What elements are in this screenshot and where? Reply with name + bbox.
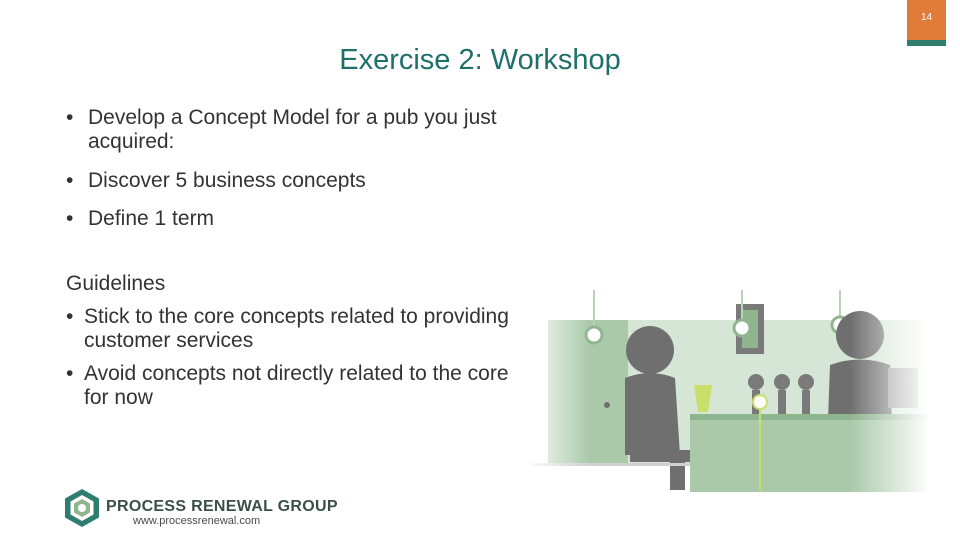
customer-service-illustration (530, 290, 930, 495)
company-logo: PROCESS RENEWAL GROUP (62, 488, 338, 528)
slide-title: Exercise 2: Workshop (339, 44, 621, 76)
bullet-dot: • (66, 207, 74, 230)
bullet-item: • Define 1 term (66, 207, 586, 231)
company-url[interactable]: www.processrenewal.com (133, 515, 261, 527)
page-number-strip (907, 40, 946, 46)
bullet-dot: • (66, 106, 74, 129)
guidelines-heading: Guidelines (66, 272, 166, 295)
guideline-text: Stick to the core concepts related to pr… (84, 305, 509, 352)
guideline-item: • Stick to the core concepts related to … (66, 305, 526, 353)
bullet-text: Define 1 term (88, 207, 215, 230)
company-name: PROCESS RENEWAL GROUP (106, 498, 338, 515)
guidelines-section: Guidelines • Stick to the core concepts … (66, 272, 526, 419)
bullet-dot: • (66, 169, 74, 192)
bullet-item: • Develop a Concept Model for a pub you … (66, 106, 586, 154)
bullet-dot: • (66, 362, 74, 385)
bullet-text: Discover 5 business concepts (88, 169, 366, 192)
guideline-item: • Avoid concepts not directly related to… (66, 362, 526, 410)
page-number: 14 (920, 12, 933, 23)
hexagon-logo-icon (65, 489, 99, 527)
bullet-item: • Discover 5 business concepts (66, 169, 586, 193)
bullet-text: Develop a Concept Model for a pub you ju… (88, 106, 497, 153)
bullet-dot: • (66, 305, 74, 328)
guideline-text: Avoid concepts not directly related to t… (84, 362, 509, 409)
page-number-tab: 14 (907, 0, 946, 46)
